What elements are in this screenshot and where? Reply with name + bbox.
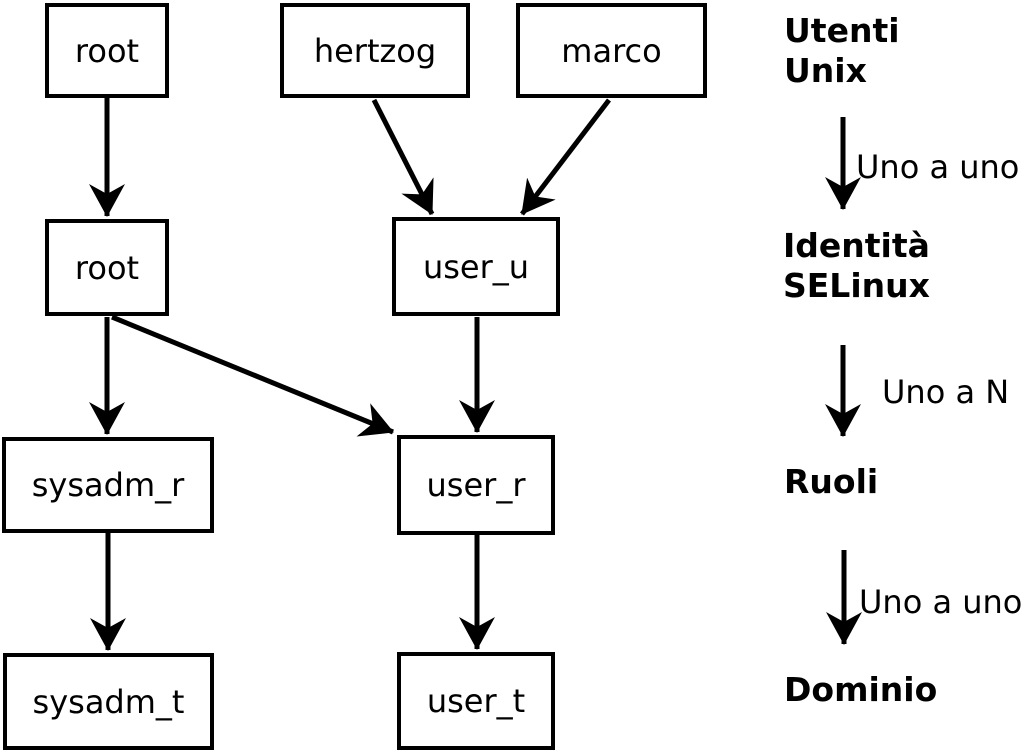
legend-level-ruoli: Ruoli — [784, 462, 879, 501]
legend-level-dominio: Dominio — [784, 670, 938, 709]
node-unix-root: root — [45, 3, 169, 98]
edge-marco-to-user-u — [520, 98, 611, 216]
legend-level-utenti-unix: Utenti Unix — [784, 11, 900, 90]
legend-relation-uno-a-uno-1: Uno a uno — [856, 148, 1020, 186]
node-selinux-root: root — [45, 219, 169, 316]
node-domain-user-t: user_t — [397, 652, 555, 750]
edge-hertzog-to-user-u — [371, 98, 435, 216]
node-role-sysadm-r: sysadm_r — [2, 437, 214, 533]
node-label: root — [74, 31, 140, 70]
node-unix-marco: marco — [516, 3, 707, 98]
legend-relation-uno-a-n: Uno a N — [882, 373, 1010, 411]
node-label: root — [74, 248, 140, 287]
node-label: user_r — [426, 466, 526, 504]
node-domain-sysadm-t: sysadm_t — [3, 653, 214, 750]
node-label: sysadm_r — [31, 466, 185, 504]
node-role-user-r: user_r — [397, 435, 555, 535]
node-unix-hertzog: hertzog — [280, 3, 470, 98]
node-label: sysadm_t — [32, 682, 185, 721]
node-selinux-user-u: user_u — [392, 217, 560, 316]
node-label: user_t — [426, 682, 526, 720]
node-label: user_u — [422, 247, 530, 286]
edge-selinuxroot-to-user-r — [111, 314, 394, 437]
node-label: hertzog — [313, 31, 437, 70]
legend-relation-uno-a-uno-2: Uno a uno — [859, 583, 1023, 621]
node-label: marco — [561, 31, 662, 70]
legend-level-identita-selinux: Identità SELinux — [783, 226, 930, 305]
